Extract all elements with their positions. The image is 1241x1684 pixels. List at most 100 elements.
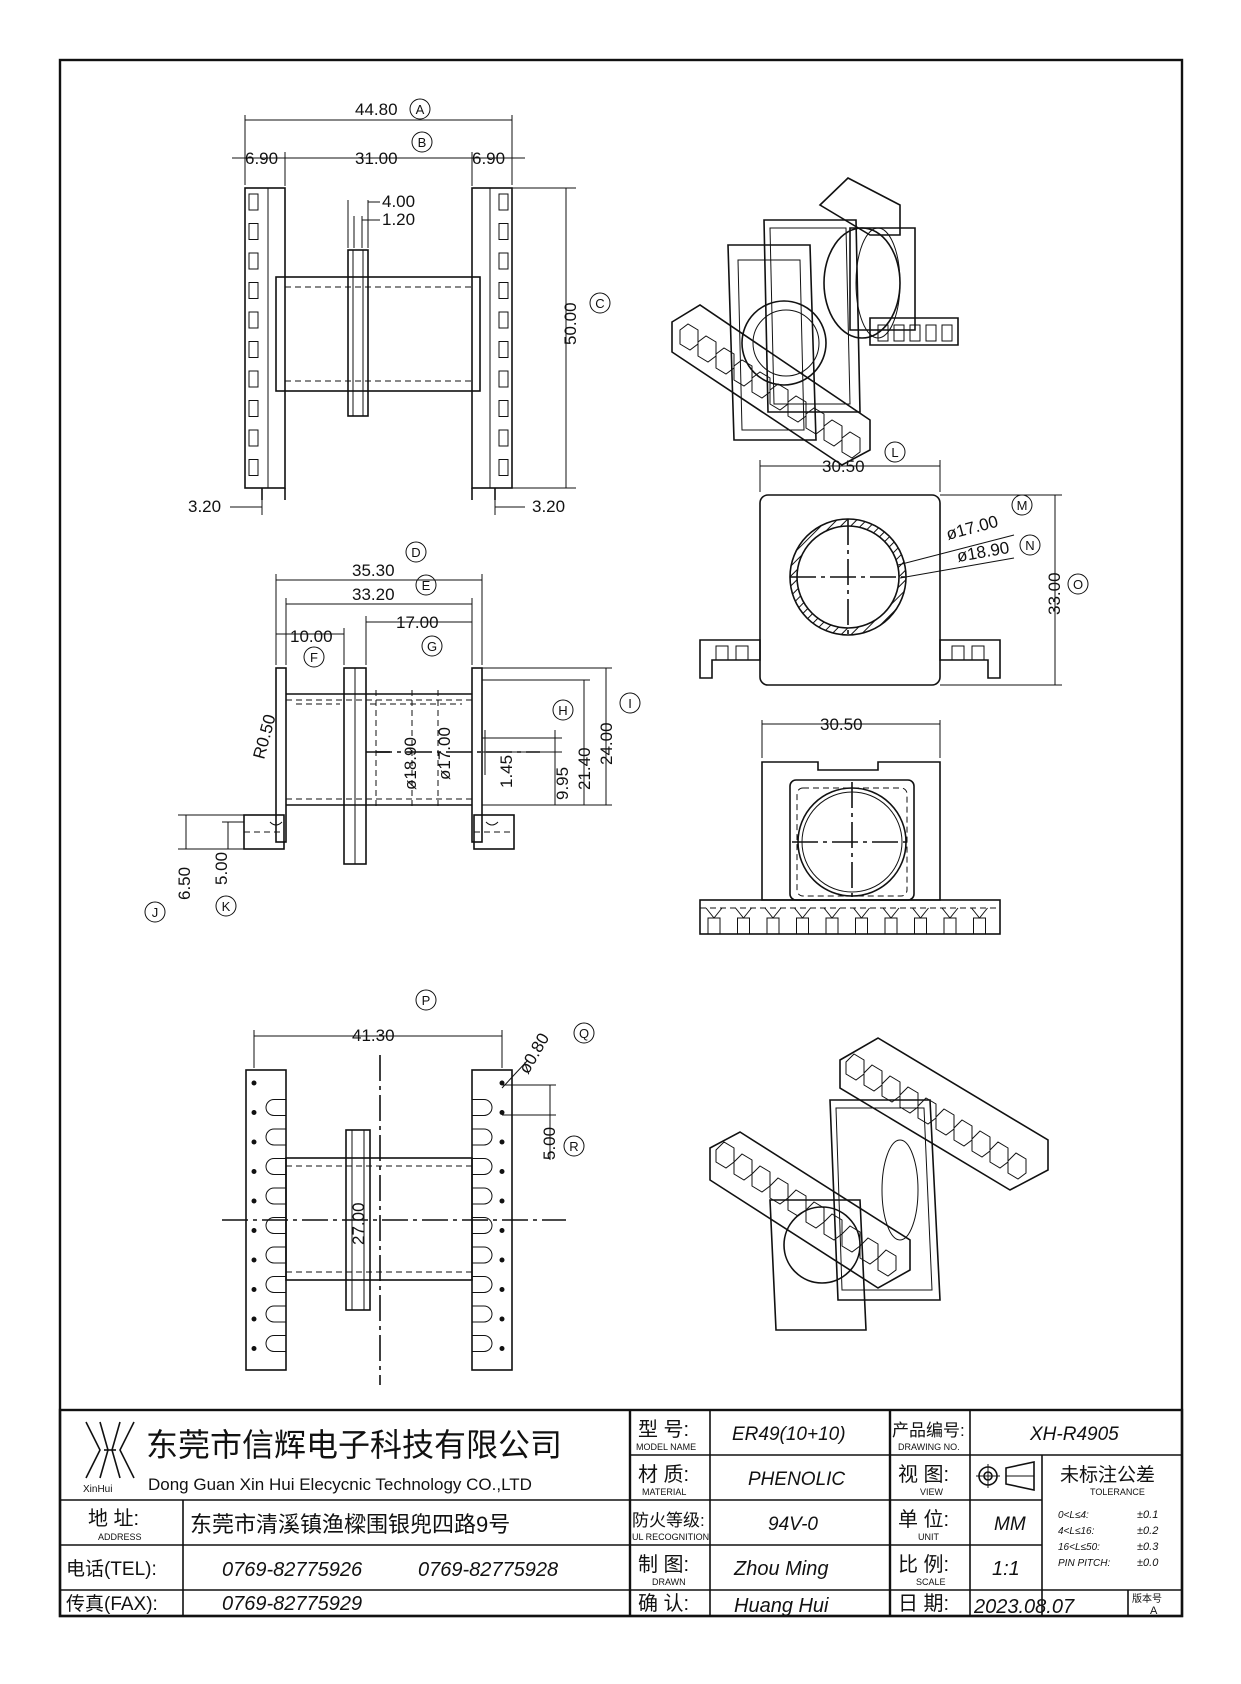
dim-l-tag: L [891,445,898,460]
dim-a-tag: A [416,102,425,117]
pin-hole [499,1346,505,1351]
dim-pin-right: 3.20 [532,497,565,516]
top-view [230,115,576,515]
dim-bore-outer: ø18.90 [401,737,420,790]
iso-pin [917,1097,937,1125]
bottom-view [222,1030,566,1385]
pin [796,917,809,935]
pin [707,917,721,935]
pin-slot [248,400,259,417]
pin-slot [248,252,259,270]
tol-row-3-label: 16<L≤50: [1058,1542,1100,1553]
dim-f-tag: F [310,650,318,665]
iso-pin [787,1189,807,1217]
dim-bore-inner: ø17.00 [435,727,454,780]
pin-hole [499,1228,505,1233]
tolerance-title-en: TOLERANCE [1090,1487,1145,1497]
version-label: 版本号 [1132,1592,1162,1605]
dim-i-value: 24.00 [597,722,616,765]
pin [973,917,986,935]
pin-hole [499,1287,505,1292]
dim-a-value: 44.80 [355,100,398,119]
iso-pin [941,324,953,342]
pin-groove [265,1128,286,1146]
company-logo: XinHui [83,1421,135,1495]
dim-wall-40: 4.00 [382,192,415,211]
isometric-view-2 [709,1037,1049,1331]
pin-hole [499,1080,505,1086]
dim-flange-right: 6.90 [472,149,505,168]
company-name-en: Dong Guan Xin Hui Elecycnic Technology C… [148,1475,532,1494]
dim-j-tag: J [152,905,159,920]
dimension-labels: 44.80 A 31.00 B 6.90 6.90 4.00 1.20 50.0… [144,98,1089,1245]
isometric-view-1 [671,177,959,466]
pin-slot [498,400,509,417]
tol-row-2-label: 4<L≤16: [1058,1526,1095,1537]
dim-k-value: 5.00 [212,852,231,885]
pin-groove [472,1217,493,1234]
iso-pin [877,324,889,342]
fax-label: 传真(FAX): [66,1593,158,1615]
tol-row-1-label: 0<L≤4: [1058,1510,1089,1521]
scale-label: 比 例: [898,1553,949,1576]
dim-p-tag: P [422,993,431,1008]
pin-groove [265,1187,286,1205]
pin [737,917,750,935]
pin-groove [472,1276,493,1293]
ul-label: 防火等级: [632,1511,705,1530]
pin-notch [823,907,841,919]
dim-l-value: 30.50 [822,457,865,476]
iso-pin [751,1165,771,1193]
pin-hole [251,1169,257,1174]
dim-q-tag: Q [579,1026,589,1041]
pin-hole [499,1169,505,1174]
pin-groove [265,1158,286,1175]
dim-g-tag: G [427,639,437,654]
address-label: 地 址: [88,1507,139,1530]
pin [855,917,868,935]
dim-d-value: 35.30 [352,561,395,580]
material-value: PHENOLIC [748,1469,845,1490]
dim-n-tag: N [1025,538,1034,553]
tol-row-1-value: ±0.1 [1137,1509,1158,1521]
model-label: 型 号: [638,1418,689,1441]
iso-pin [715,1141,735,1169]
pin-hole [251,1110,257,1115]
logo-text: XinHui [83,1484,112,1495]
iso-pin [877,1249,897,1277]
version-value: A [1150,1605,1158,1617]
unit-label: 单 位: [898,1508,949,1531]
dim-radius: R0.50 [250,712,280,761]
pin-notch [912,907,929,919]
drawn-label: 制 图: [638,1553,689,1576]
dim-9-95: 9.95 [553,767,572,800]
pin-slot [248,223,259,240]
pin-slot [498,429,509,447]
dim-b-tag: B [418,135,427,150]
tol-row-3-value: ±0.3 [1137,1541,1159,1553]
pin-hole [251,1198,257,1204]
iso-pin [971,1130,991,1158]
iso-pin [823,419,843,447]
scale-value: 1:1 [992,1558,1020,1580]
iso-pin [935,1108,955,1136]
tel-label: 电话(TEL): [66,1558,157,1580]
dim-q-value: ø0.80 [515,1030,553,1077]
pin-hole [499,1257,505,1263]
pin [943,917,957,935]
drawing-no-label: 产品编号: [892,1421,965,1440]
view-label-en: VIEW [920,1487,944,1497]
dim-f-value: 10.00 [290,627,333,646]
pin-groove [472,1335,493,1352]
iso-pin [989,1141,1009,1169]
rear-view [699,720,1001,935]
dim-e-tag: E [422,578,431,593]
dim-h-tag: H [558,703,567,718]
pin-hole [499,1316,505,1322]
model-label-en: MODEL NAME [636,1442,696,1452]
iso-pin [863,1064,883,1092]
iso-pin [909,324,921,342]
pin-notch [735,907,752,919]
pin-slot [248,459,259,476]
pin [766,917,780,935]
